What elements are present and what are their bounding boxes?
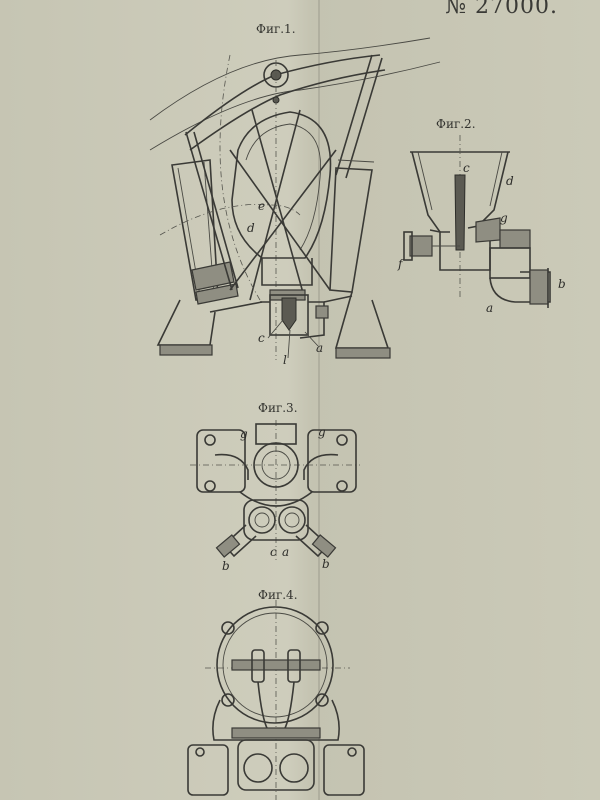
fig2-label-d: d — [506, 174, 514, 188]
fig3-label-a: a — [282, 545, 289, 559]
fig2-valve-stem — [454, 174, 466, 251]
fig1-label-e: e — [258, 199, 265, 213]
figure-3-title: Фиг.3. — [258, 401, 298, 415]
figure-4-title: Фиг.4. — [258, 588, 298, 602]
valve-body — [260, 258, 329, 339]
fig3-label-b-right: b — [322, 557, 330, 571]
fig2-label-f: f — [397, 257, 405, 271]
fig3-label-g-left: g — [240, 427, 248, 441]
figure-1-title: Фиг.1. — [256, 22, 296, 36]
figure-2-drawing: c d g f b a — [397, 135, 566, 315]
air-chamber — [231, 111, 332, 259]
fig1-label-a: a — [316, 341, 323, 355]
fig1-label-d: d — [247, 221, 255, 235]
right-rod — [329, 54, 383, 293]
fig3-label-b-left: b — [222, 559, 230, 573]
fig3-label-g-right: g — [318, 425, 326, 439]
fig2-label-c: c — [463, 161, 470, 175]
fig1-label-c: c — [258, 331, 265, 345]
patent-number: № 27000. — [445, 0, 558, 19]
figure-1-drawing: e d c l a — [149, 37, 441, 367]
fig1-label-l: l — [283, 353, 287, 367]
fig3-label-c: c — [270, 545, 277, 559]
figure-2-title: Фиг.2. — [436, 117, 476, 131]
left-cylinder — [171, 131, 239, 305]
fig2-label-g: g — [500, 211, 508, 225]
figure-3-drawing: g g b c a b — [190, 420, 360, 573]
figure-4-drawing — [187, 600, 365, 800]
sheet-fold-line — [318, 0, 320, 800]
fig2-label-a: a — [486, 301, 493, 315]
fig2-label-b: b — [558, 277, 566, 291]
